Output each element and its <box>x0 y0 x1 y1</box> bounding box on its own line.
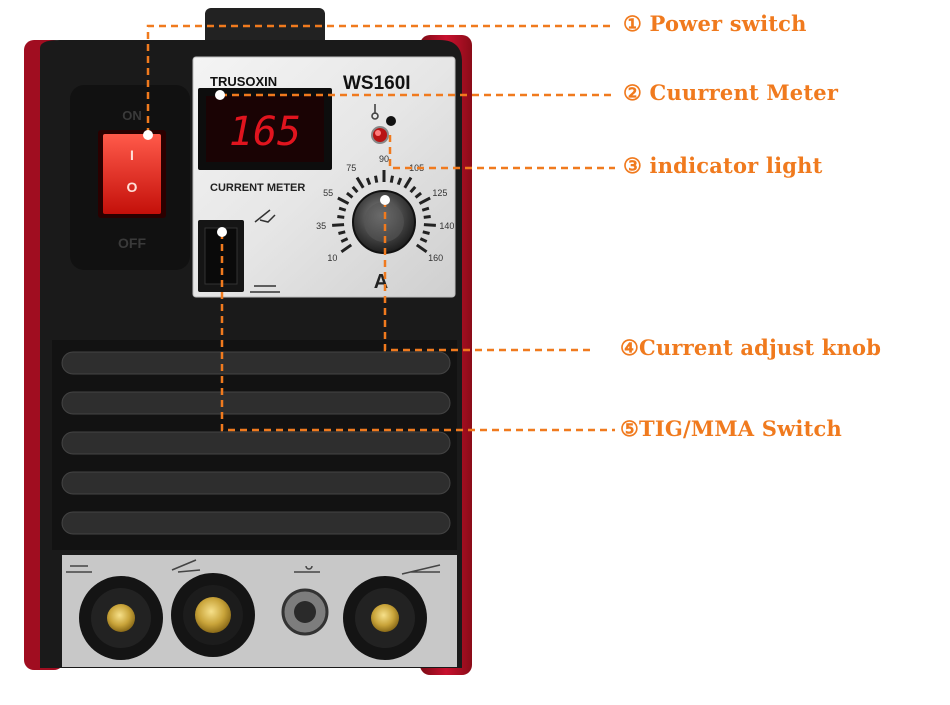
rocker-off-mark: O <box>127 179 138 195</box>
dial-tick-mark <box>418 196 431 205</box>
dial-tick-mark <box>355 176 365 189</box>
dial-tick-mark <box>340 237 349 243</box>
dial-tick-mark <box>351 185 359 194</box>
torch-icon <box>171 559 201 573</box>
model-label: WS160I <box>343 73 411 94</box>
dial-tick-mark <box>338 206 347 212</box>
dial-tick-label: 140 <box>439 221 454 231</box>
dial-tick-mark <box>365 177 372 186</box>
dial-tick-mark <box>403 176 413 189</box>
dial-tick-mark <box>340 243 353 254</box>
electrode-holder-icon <box>66 565 92 573</box>
callout-current-meter: ② Cuurrent Meter <box>623 80 839 105</box>
dial-tick-mark <box>338 230 346 235</box>
dial-tick-mark <box>423 223 436 227</box>
dial-tick-label: 105 <box>409 163 424 173</box>
dial-tick-mark <box>414 191 423 199</box>
clamp-icon <box>401 564 441 575</box>
dial-tick-mark <box>337 196 350 205</box>
dial-tick-mark <box>337 215 345 219</box>
positive-terminal-pin <box>371 604 399 632</box>
gas-icon <box>294 565 320 573</box>
vent-slot <box>61 351 451 375</box>
dot-current-meter <box>215 90 225 100</box>
dial-tick-mark <box>332 223 345 227</box>
current-dial-scale: 10 35 55 75 90 105 125 140 160 <box>316 154 454 263</box>
rocker-on-mark: I <box>130 147 134 163</box>
gas-connector-core <box>294 601 316 623</box>
dot-tig-mma <box>217 227 227 237</box>
leader-power-switch <box>146 24 615 135</box>
callout-tig-mma-switch: ⑤TIG/MMA Switch <box>620 416 842 441</box>
negative-terminal-pin <box>107 604 135 632</box>
dial-tick-mark <box>409 185 417 194</box>
vent-slot <box>61 511 451 535</box>
vent-slot <box>61 471 451 495</box>
mma-electrode-icon <box>250 285 280 293</box>
knob-cap <box>364 202 404 242</box>
dial-tick-label: 35 <box>316 221 326 231</box>
dial-tick-mark <box>389 175 394 183</box>
dial-tick-mark <box>421 206 430 212</box>
dial-tick-label: 75 <box>346 163 356 173</box>
current-meter-reading: 165 <box>229 109 301 155</box>
dial-tick-mark <box>423 215 431 219</box>
dial-tick-mark <box>415 243 428 254</box>
tig-torch-icon <box>254 209 276 223</box>
dial-tick-label: 10 <box>327 253 337 263</box>
vent-slot <box>61 391 451 415</box>
top-handle <box>205 8 325 48</box>
power-on-label: ON <box>122 108 142 123</box>
power-off-label: OFF <box>118 235 146 251</box>
vent-slots <box>61 351 451 535</box>
indicator-light-highlight <box>375 130 381 136</box>
current-meter-label: CURRENT METER <box>210 182 305 194</box>
vent-slot <box>61 431 451 455</box>
dot-power-switch <box>143 130 153 140</box>
dial-tick-mark <box>419 237 428 243</box>
torch-terminal-pin <box>195 597 231 633</box>
brand-label: TRUSOXIN <box>210 74 277 89</box>
dial-tick-mark <box>345 191 354 199</box>
dot-indicator-light <box>386 116 396 126</box>
callout-indicator-light: ③ indicator light <box>623 153 823 178</box>
dial-tick-label: 125 <box>432 188 447 198</box>
dial-tick-label: 90 <box>379 154 389 164</box>
dot-current-knob <box>380 195 390 205</box>
dial-tick-label: 160 <box>428 253 443 263</box>
dial-tick-mark <box>374 175 379 183</box>
dial-tick-mark <box>396 177 403 186</box>
thermometer-icon <box>371 104 379 120</box>
current-meter-screen <box>206 96 324 162</box>
leader-current-knob <box>383 200 592 352</box>
callout-power-switch: ① Power switch <box>623 11 807 36</box>
leader-tig-mma <box>220 232 615 432</box>
dial-tick-label: 55 <box>323 188 333 198</box>
leader-indicator-light <box>388 135 615 170</box>
callout-current-knob: ④Current adjust knob <box>620 335 882 360</box>
dial-tick-mark <box>422 230 430 235</box>
power-rocker-button[interactable] <box>103 134 161 214</box>
